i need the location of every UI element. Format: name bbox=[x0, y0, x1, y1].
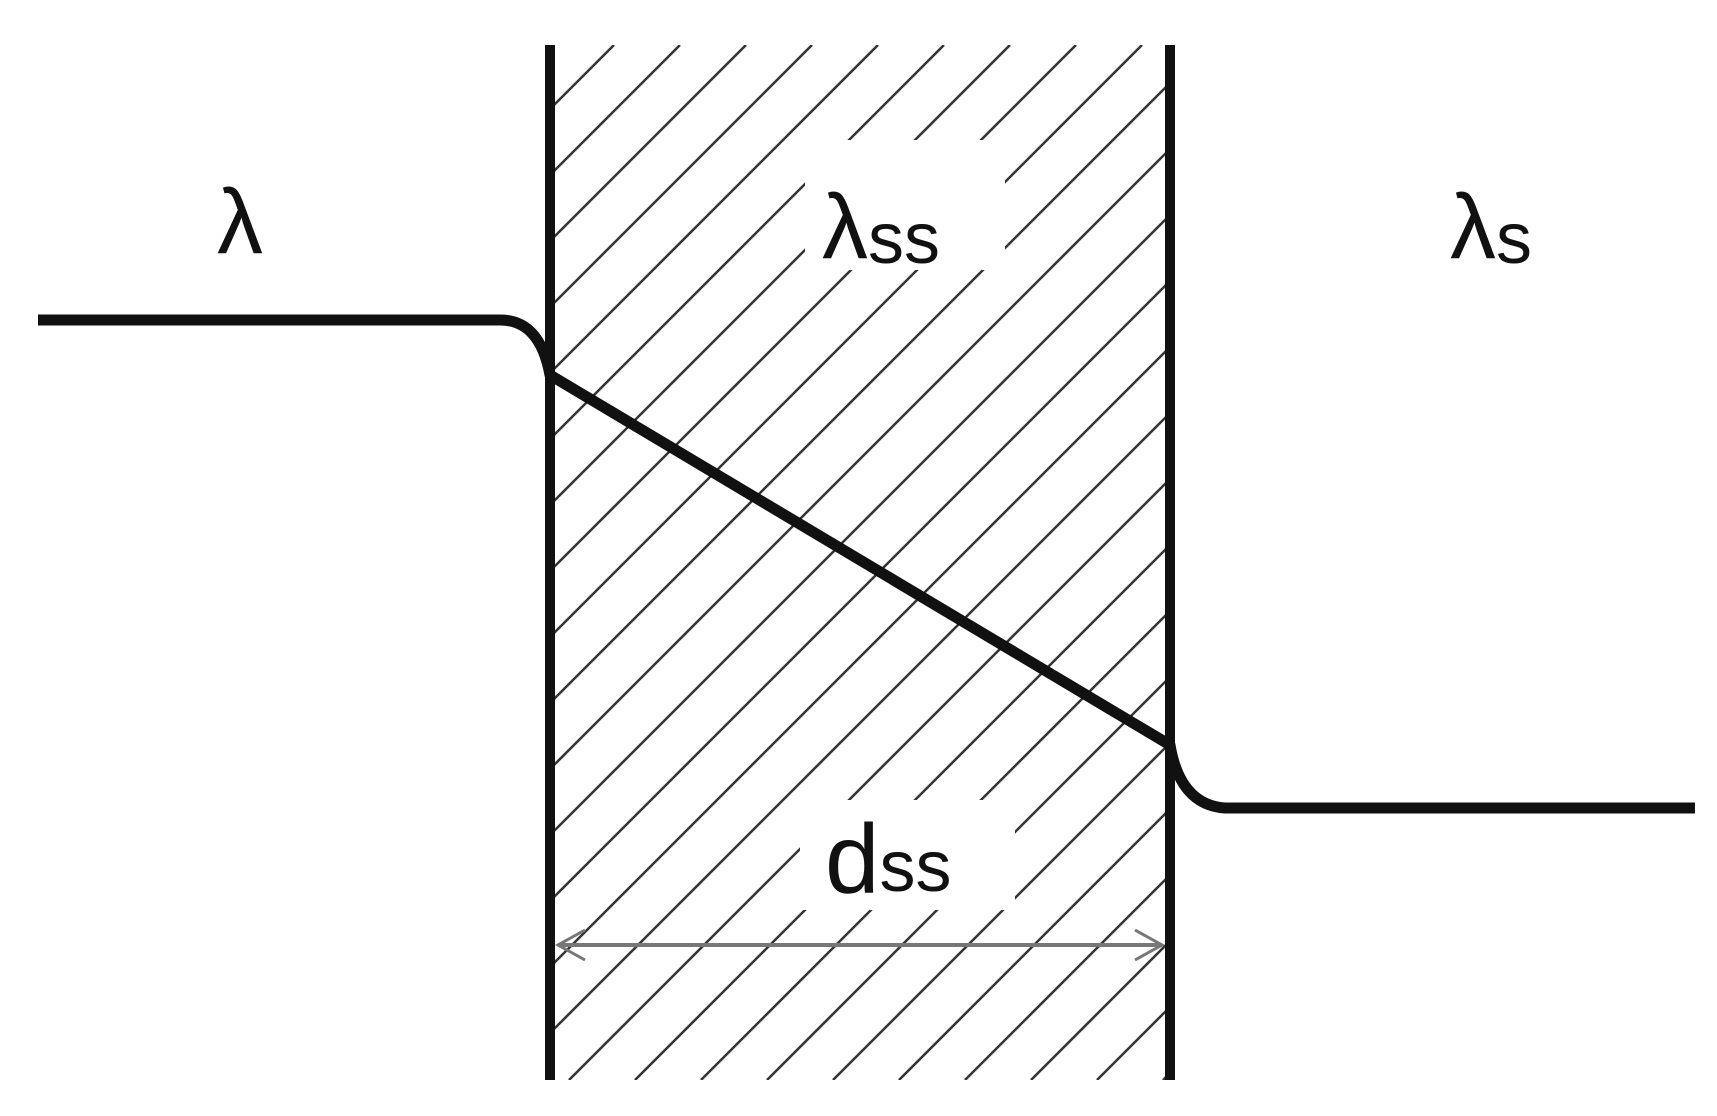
hatch-line bbox=[550, 45, 945, 441]
hatch-line bbox=[550, 345, 1170, 969]
hatch-line bbox=[0, 45, 350, 1080]
hatch-line bbox=[550, 147, 1170, 771]
thickness-subscript: ss bbox=[880, 827, 952, 907]
hatch-line bbox=[550, 411, 1170, 1035]
hatch-line bbox=[568, 477, 1170, 1080]
right-medium-subscript: s bbox=[1496, 199, 1532, 279]
hatch-line bbox=[550, 45, 747, 243]
temperature-profile-curve bbox=[38, 314, 1695, 814]
hatch-line bbox=[1096, 1005, 1170, 1080]
thickness-dimension-arrow bbox=[554, 928, 1166, 962]
left-medium-label: λ bbox=[217, 171, 263, 273]
hatch-line bbox=[1361, 45, 1717, 1080]
hatch-line bbox=[550, 279, 1170, 903]
hatch-line bbox=[550, 45, 813, 309]
hatch-line bbox=[0, 45, 416, 1080]
thickness-label-background bbox=[800, 800, 1015, 910]
hatch-line bbox=[964, 873, 1170, 1080]
hatch-line bbox=[550, 45, 681, 177]
thickness-label: dss bbox=[825, 804, 952, 914]
hatch-line bbox=[0, 45, 548, 1080]
hatch-line bbox=[550, 45, 615, 111]
layer-conductivity-label: λss bbox=[822, 176, 940, 279]
hatch-line bbox=[550, 45, 879, 375]
layer-label-background bbox=[805, 140, 1005, 270]
hatch-line bbox=[1030, 939, 1170, 1080]
right-medium-label: λs bbox=[1450, 176, 1532, 279]
hatch-line bbox=[550, 81, 1170, 705]
hatch-line bbox=[1162, 1071, 1170, 1080]
right-medium-symbol: λ bbox=[1450, 176, 1496, 278]
thickness-symbol: d bbox=[825, 804, 880, 914]
layer-symbol: λ bbox=[822, 176, 868, 278]
layer-subscript: ss bbox=[868, 199, 940, 279]
hatch-line bbox=[898, 807, 1170, 1080]
